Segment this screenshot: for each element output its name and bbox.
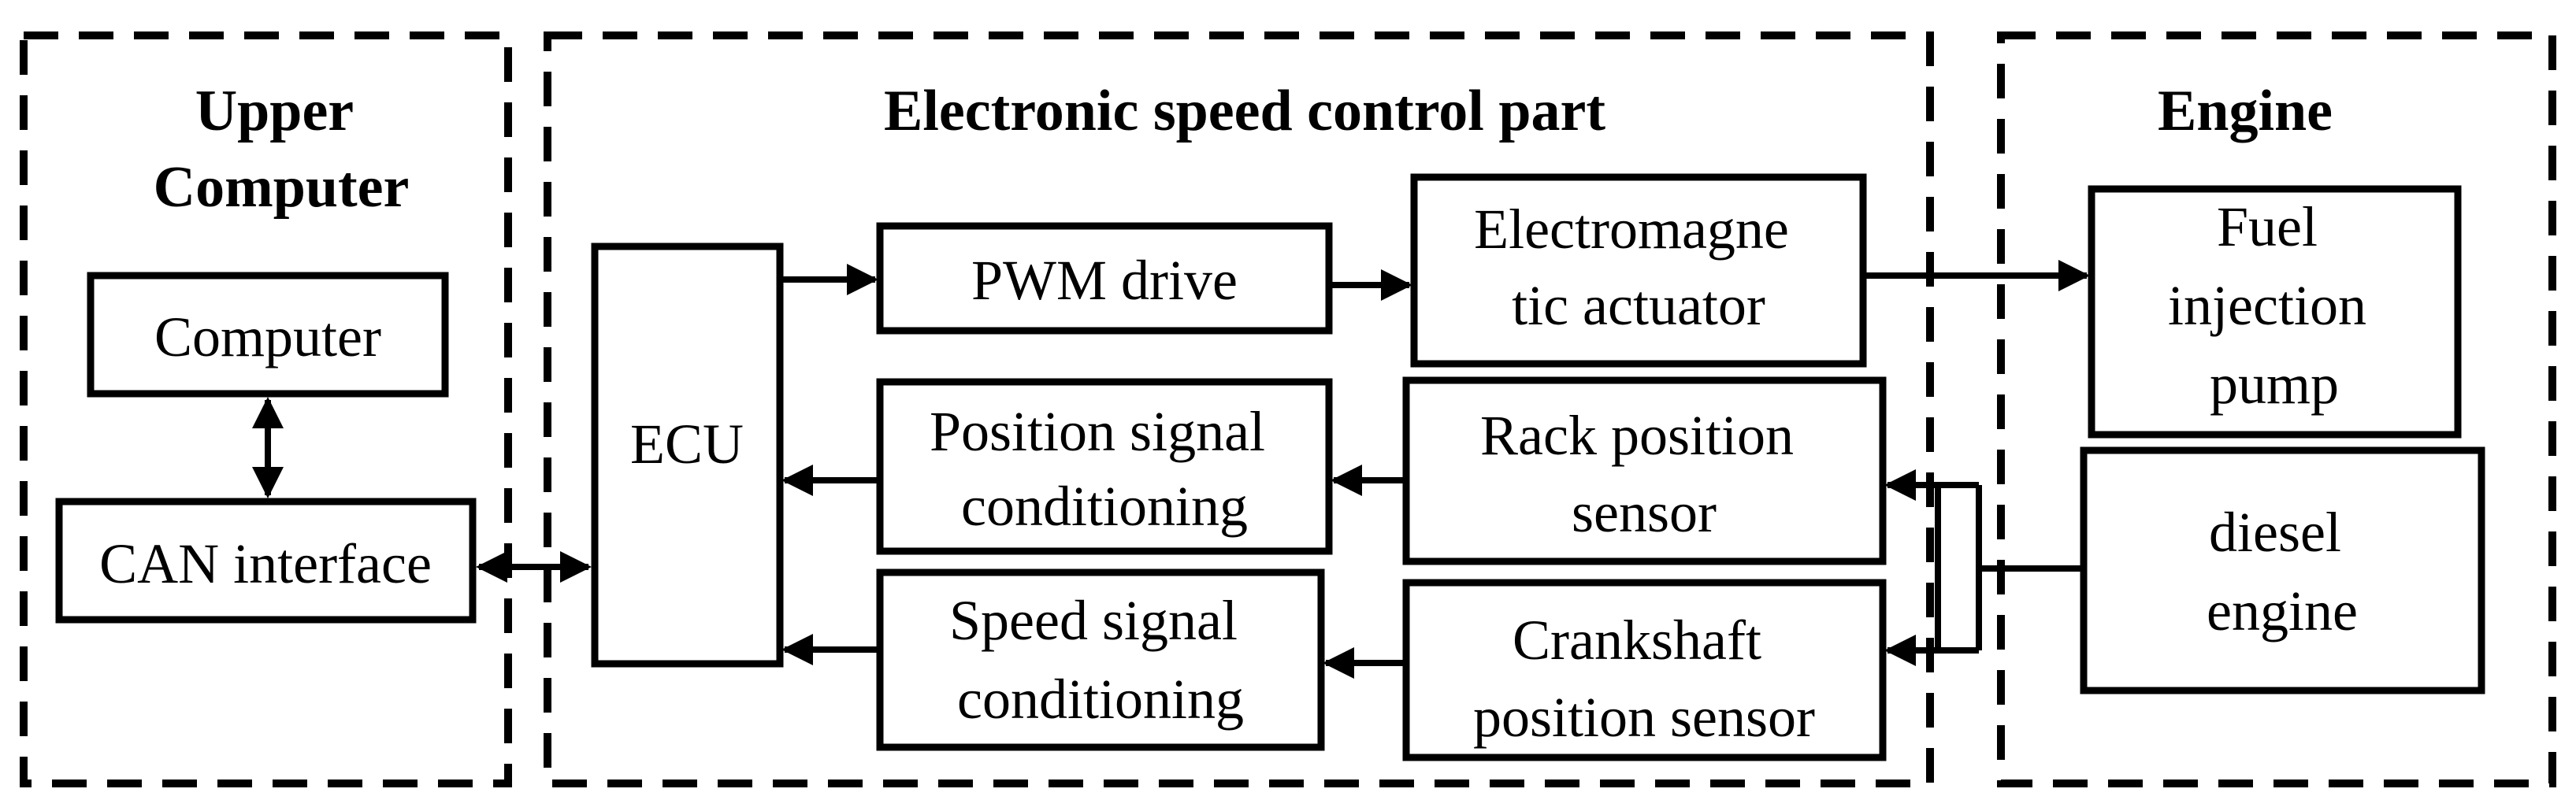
upper-computer-title-line: Computer xyxy=(154,155,410,220)
upper-computer-title-line: Upper xyxy=(195,79,354,143)
electromagnetic-actuator-label-line: Electromagne xyxy=(1474,198,1789,261)
engine-region xyxy=(1997,31,2556,787)
engine-title-line: Engine xyxy=(2158,79,2333,143)
position-signal-conditioning-label: Position signal conditioning xyxy=(930,400,1279,538)
speed-signal-conditioning-label-line: Speed signal xyxy=(949,589,1238,652)
pwm-drive-label-line: PWM drive xyxy=(971,249,1238,312)
ecu-label: ECU xyxy=(630,413,744,476)
can-interface-box xyxy=(55,498,477,624)
can-interface-label: CAN interface xyxy=(99,532,432,595)
speed-signal-conditioning-label: Speed signal conditioning xyxy=(949,589,1252,731)
rack-position-sensor-label: Rack position sensor xyxy=(1480,404,1808,544)
upper-computer-region xyxy=(20,31,512,787)
electromagnetic-actuator-box xyxy=(1410,173,1867,368)
rack-position-sensor-label-line: sensor xyxy=(1572,481,1717,544)
rack-position-sensor-box xyxy=(1402,376,1887,565)
upper-computer-title: Upper Computer xyxy=(154,79,410,220)
electromagnetic-actuator-label-line: tic actuator xyxy=(1512,274,1765,337)
speed-control-region xyxy=(544,31,1934,787)
crankshaft-position-sensor-box xyxy=(1402,579,1887,761)
crankshaft-position-sensor-label-line: position sensor xyxy=(1473,686,1815,749)
fuel-injection-pump-label-line: injection xyxy=(2168,274,2366,337)
diesel-engine-label: diesel engine xyxy=(2207,501,2358,643)
electromagnetic-actuator-label: Electromagne tic actuator xyxy=(1474,198,1803,337)
fuel-injection-pump-label: Fuel injection pump xyxy=(2168,195,2381,416)
fuel-injection-pump-box xyxy=(2088,185,2462,439)
ecu-box xyxy=(591,243,784,668)
speed-signal-conditioning-box xyxy=(876,568,1325,751)
engine-title: Engine xyxy=(2158,79,2333,143)
position-signal-conditioning-label-line: Position signal xyxy=(930,400,1265,463)
rack-position-sensor-label-line: Rack position xyxy=(1480,404,1794,467)
pwm-drive-box xyxy=(876,222,1333,335)
diesel-engine-label-line: engine xyxy=(2207,580,2358,643)
speed-control-title-line: Electronic speed control part xyxy=(884,79,1605,143)
crankshaft-position-sensor-label: Crankshaft position sensor xyxy=(1473,609,1815,749)
computer-box xyxy=(87,272,449,398)
fuel-injection-pump-label-line: Fuel xyxy=(2217,195,2318,258)
can-interface-label-line: CAN interface xyxy=(99,532,432,595)
speed-control-title: Electronic speed control part xyxy=(884,79,1605,143)
position-signal-conditioning-box xyxy=(876,378,1333,555)
crankshaft-position-sensor-label-line: Crankshaft xyxy=(1513,609,1761,672)
computer-label-line: Computer xyxy=(154,306,381,368)
fuel-injection-pump-label-line: pump xyxy=(2210,353,2339,416)
position-signal-conditioning-label-line: conditioning xyxy=(961,475,1248,538)
diesel-engine-label-line: diesel xyxy=(2209,501,2341,564)
ecu-label-line: ECU xyxy=(630,413,744,476)
pwm-drive-label: PWM drive xyxy=(971,249,1238,312)
speed-signal-conditioning-label-line: conditioning xyxy=(957,668,1244,731)
diesel-engine-box xyxy=(2080,446,2485,694)
computer-label: Computer xyxy=(154,306,381,368)
